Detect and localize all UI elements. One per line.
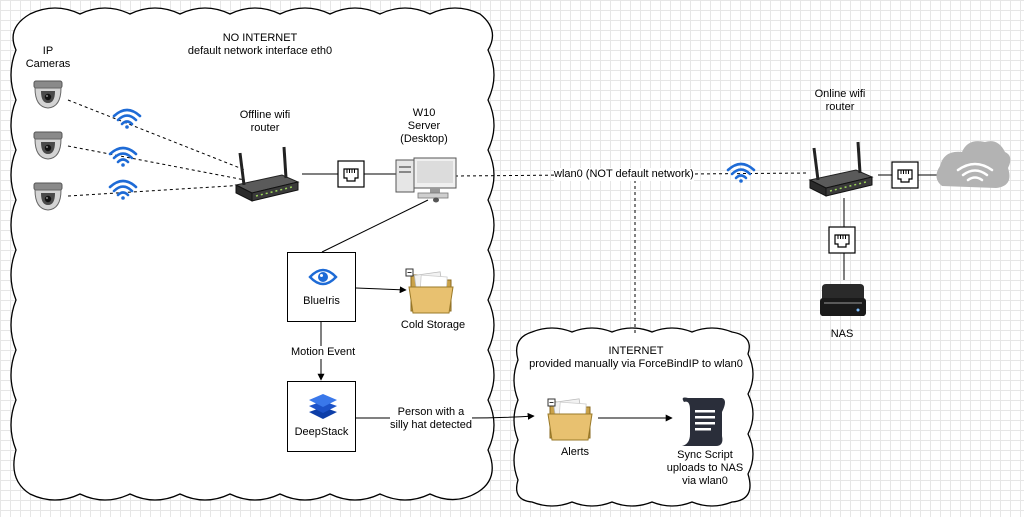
deepstack-label: DeepStack [294, 426, 349, 438]
offline-zone-title: NO INTERNET [222, 32, 298, 44]
server-label: W10 Server (Desktop) [400, 107, 448, 145]
wifi-icon [726, 162, 756, 185]
internet-zone-boundary [513, 327, 754, 507]
motion-event-edge-label: Motion Event [291, 346, 356, 359]
cold-storage-label: Cold Storage [400, 319, 466, 331]
nas-label: NAS [830, 328, 854, 340]
ethernet-port-icon [828, 226, 856, 254]
blueiris-node: BlueIris [287, 252, 356, 322]
internet-zone-subtitle: provided manually via ForceBindIP to wla… [529, 358, 743, 370]
offline-zone-subtitle: default network interface eth0 [187, 45, 333, 57]
sync-script-label: Sync Script uploads to NAS via wlan0 [666, 449, 744, 487]
offline-router-label: Offline wifi router [239, 109, 291, 134]
ip-cameras-label: IP Cameras [25, 45, 71, 70]
alerts-label: Alerts [560, 446, 590, 458]
eye-icon [308, 268, 338, 286]
blueiris-label: BlueIris [303, 295, 340, 307]
online-router-label: Online wifi router [814, 88, 866, 113]
desktop-computer-icon [395, 157, 457, 203]
person-detected-edge-label: Person with a silly hat detected [390, 406, 472, 432]
wlan0-edge-label: wlan0 (NOT default network) [554, 168, 694, 181]
ethernet-port-icon [891, 161, 919, 189]
offline-zone-boundary [10, 7, 495, 501]
router-icon [808, 140, 874, 198]
script-scroll-icon [682, 397, 725, 446]
nas-icon [820, 284, 866, 316]
internet-zone-title: INTERNET [608, 345, 664, 357]
folder-icon [408, 271, 454, 314]
deepstack-node: DeepStack [287, 381, 356, 452]
layers-icon [309, 394, 337, 419]
cloud-icon [936, 141, 1011, 188]
ethernet-port-icon [337, 160, 365, 188]
